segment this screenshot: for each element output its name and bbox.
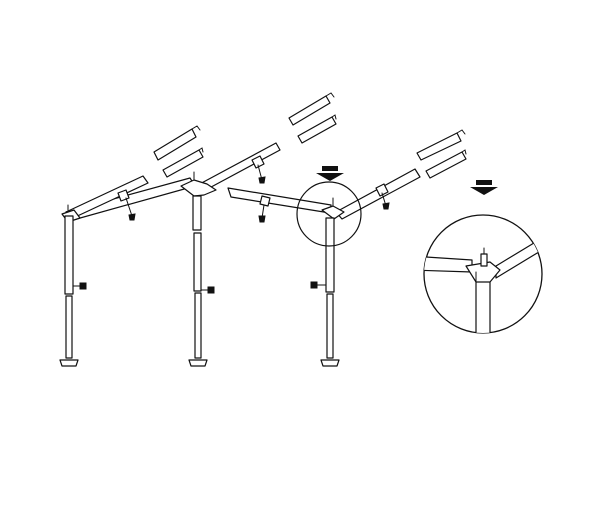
loose-pole-5: [416, 129, 466, 161]
loose-pole-4: [297, 114, 337, 144]
leg-left: [59, 215, 87, 367]
detail-callout-circle: [296, 181, 362, 247]
arrow-down-icon: [470, 180, 498, 195]
clamp-1: [117, 189, 136, 221]
loose-pole-6: [425, 149, 467, 179]
leg-left-clamp: [72, 282, 87, 290]
clamp-3: [258, 195, 271, 223]
arrow-down-icon: [316, 166, 344, 181]
leg-right-clamp: [310, 281, 327, 289]
roof-pole-right: [335, 168, 421, 220]
loose-pole-1: [153, 125, 201, 161]
loose-pole-2: [162, 147, 204, 178]
leg-center: [188, 195, 215, 367]
leg-right: [310, 217, 340, 367]
loose-pole-3: [288, 92, 335, 126]
clamp-4: [375, 183, 390, 210]
roof-pole-mid-right: [227, 187, 332, 214]
connector-right: [321, 197, 345, 220]
leg-center-clamp: [200, 286, 215, 294]
clamp-2: [251, 155, 266, 184]
detail-magnifier-icon: [423, 214, 543, 334]
